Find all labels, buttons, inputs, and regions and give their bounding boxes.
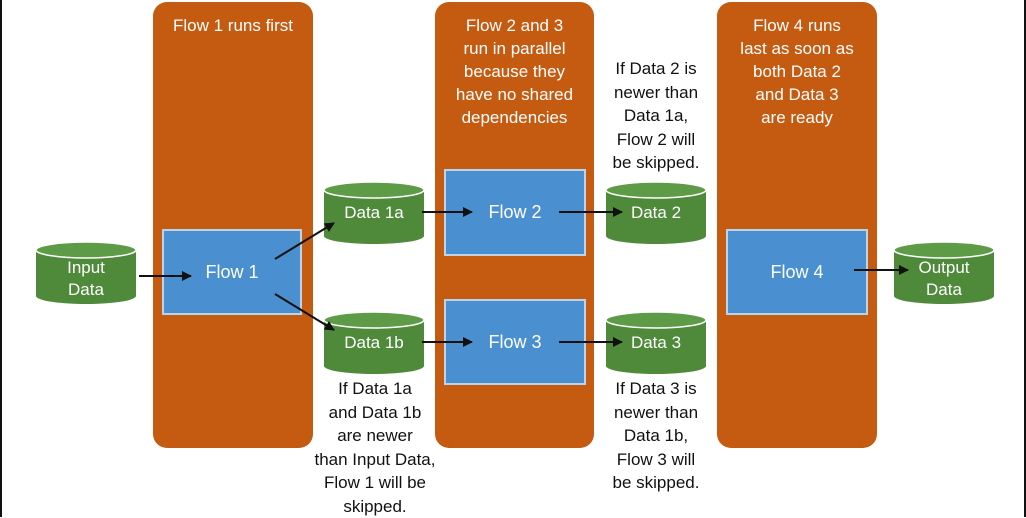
flow-1-skip-note: If Data 1a and Data 1b are newer than In…	[314, 379, 436, 516]
data-1a-store: Data 1a	[323, 181, 425, 245]
data-1b-store: Data 1b	[323, 311, 425, 375]
data-1b-label: Data 1b	[344, 333, 404, 352]
database-icon	[323, 181, 425, 244]
lane-flow-1: Flow 1 runs first	[153, 2, 313, 448]
flow-4-box: Flow 4	[726, 229, 868, 315]
data-3-store: Data 3	[605, 311, 707, 375]
database-icon	[35, 241, 137, 304]
lane-flow-4: Flow 4 runs last as soon as both Data 2 …	[717, 2, 877, 448]
input-data-store: Input Data	[35, 241, 137, 305]
arrow-flow-1-to-data-1a	[274, 222, 335, 260]
data-1a-label: Data 1a	[344, 203, 404, 222]
data-2-store: Data 2	[605, 181, 707, 245]
input-data-label: Input Data	[67, 258, 105, 299]
database-icon	[323, 311, 425, 374]
arrow-flow-1-to-data-1b	[274, 293, 335, 331]
output-data-store: Output Data	[893, 241, 995, 305]
flow-2-skip-note: If Data 2 is newer than Data 1a, Flow 2 …	[612, 59, 700, 172]
flow-3-skip-note: If Data 3 is newer than Data 1b, Flow 3 …	[612, 379, 700, 492]
database-icon	[605, 181, 707, 244]
lane-flow-2-3-caption: Flow 2 and 3 run in parallel because the…	[455, 16, 574, 127]
output-data-label: Output Data	[918, 258, 970, 299]
lane-flow-4-caption: Flow 4 runs last as soon as both Data 2 …	[740, 16, 854, 127]
lane-flow-1-caption: Flow 1 runs first	[173, 16, 293, 35]
database-icon	[893, 241, 995, 304]
database-icon	[605, 311, 707, 374]
data-3-label: Data 3	[630, 333, 682, 352]
data-2-label: Data 2	[630, 203, 682, 222]
